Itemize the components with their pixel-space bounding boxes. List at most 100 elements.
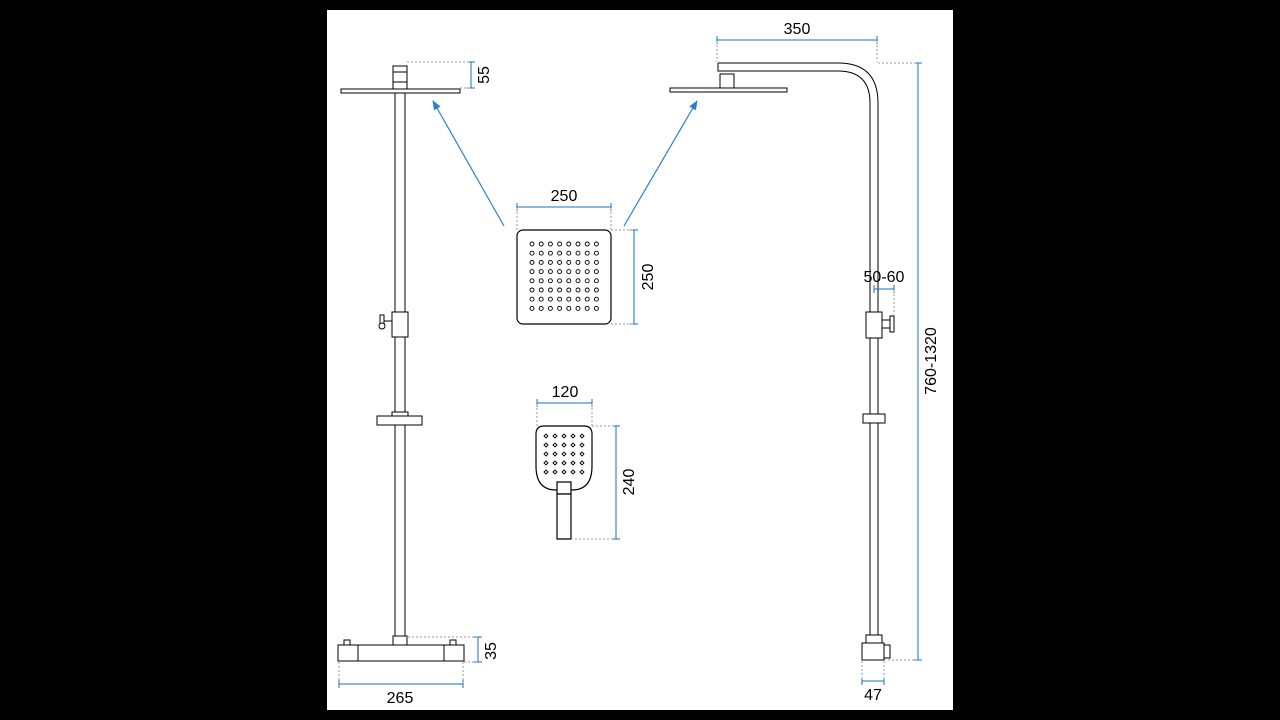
dim-head-width: 250 — [551, 188, 578, 205]
nozzle — [552, 451, 558, 457]
nozzle — [561, 451, 567, 457]
nozzle — [575, 269, 581, 275]
rain-head-nozzles — [529, 241, 599, 311]
nozzle — [575, 305, 581, 311]
nozzle — [593, 250, 599, 256]
nozzle — [584, 305, 590, 311]
nozzle — [593, 278, 599, 284]
dim-arm-length: 350 — [784, 21, 811, 38]
nozzle — [552, 433, 558, 439]
dim-spacing: 50-60 — [864, 269, 905, 286]
side-hand-holder — [862, 413, 886, 424]
nozzle — [561, 442, 567, 448]
dim-mixer-width: 265 — [387, 690, 414, 707]
nozzle — [557, 278, 563, 284]
nozzle — [570, 442, 576, 448]
front-view — [337, 65, 465, 662]
nozzle — [529, 278, 535, 284]
hand-shower — [535, 425, 593, 540]
drawing-sheet — [327, 10, 953, 710]
nozzle — [561, 433, 567, 439]
nozzle — [575, 287, 581, 293]
nozzle — [570, 469, 576, 475]
nozzle — [547, 278, 553, 284]
nozzle — [529, 241, 535, 247]
nozzle — [575, 296, 581, 302]
nozzle — [566, 269, 572, 275]
side-shower-arm — [718, 62, 879, 312]
nozzle — [584, 250, 590, 256]
nozzle — [547, 305, 553, 311]
arrow-to-side-head — [623, 100, 698, 227]
nozzle — [547, 296, 553, 302]
dim-base-depth: 47 — [864, 687, 882, 704]
nozzle — [557, 287, 563, 293]
dim-head-depth: 250 — [640, 264, 657, 291]
nozzle — [566, 259, 572, 265]
dim-hand-width: 120 — [552, 384, 579, 401]
nozzle — [557, 305, 563, 311]
arrow-to-front-head — [432, 100, 505, 227]
side-rain-head — [669, 87, 788, 93]
nozzle — [579, 460, 585, 466]
nozzle — [529, 305, 535, 311]
front-rain-head — [340, 88, 461, 94]
nozzle — [538, 296, 544, 302]
side-dimensions: 350 50-60 760-1320 47 — [716, 21, 940, 704]
nozzle — [543, 469, 549, 475]
front-riser-pipe — [394, 92, 406, 642]
nozzle — [593, 269, 599, 275]
nozzle — [529, 296, 535, 302]
nozzle — [557, 259, 563, 265]
nozzle — [543, 460, 549, 466]
dim-total-height: 760-1320 — [923, 327, 940, 395]
nozzle — [538, 241, 544, 247]
nozzle — [579, 433, 585, 439]
nozzle — [529, 269, 535, 275]
nozzle — [561, 460, 567, 466]
nozzle — [566, 250, 572, 256]
nozzle — [529, 287, 535, 293]
nozzle — [593, 259, 599, 265]
nozzle — [584, 241, 590, 247]
nozzle — [570, 433, 576, 439]
nozzle — [566, 278, 572, 284]
nozzle — [557, 250, 563, 256]
nozzle — [538, 259, 544, 265]
front-dimensions: 55 35 265 — [338, 61, 500, 707]
rain-head-dimensions: 250 250 — [516, 188, 657, 325]
nozzle — [579, 451, 585, 457]
front-hand-holder — [376, 415, 423, 426]
side-mixer-base — [861, 642, 885, 661]
nozzle — [584, 278, 590, 284]
nozzle — [557, 296, 563, 302]
dim-mixer-height: 35 — [483, 642, 500, 660]
nozzle — [557, 241, 563, 247]
nozzle — [552, 469, 558, 475]
nozzle — [552, 460, 558, 466]
nozzle — [593, 296, 599, 302]
nozzle — [547, 287, 553, 293]
side-view — [669, 62, 895, 661]
nozzle — [557, 269, 563, 275]
nozzle — [543, 451, 549, 457]
nozzle — [593, 241, 599, 247]
nozzle — [538, 305, 544, 311]
nozzle — [593, 305, 599, 311]
nozzle — [593, 287, 599, 293]
nozzle — [538, 269, 544, 275]
nozzle — [584, 259, 590, 265]
nozzle — [547, 259, 553, 265]
front-head-connector — [392, 65, 408, 90]
hand-shower-dimensions: 120 240 — [536, 384, 638, 540]
nozzle — [575, 250, 581, 256]
nozzle — [584, 296, 590, 302]
side-diverter — [865, 311, 883, 339]
nozzle — [566, 296, 572, 302]
nozzle — [566, 287, 572, 293]
nozzle — [529, 250, 535, 256]
nozzle — [543, 433, 549, 439]
nozzle — [570, 451, 576, 457]
nozzle — [529, 259, 535, 265]
